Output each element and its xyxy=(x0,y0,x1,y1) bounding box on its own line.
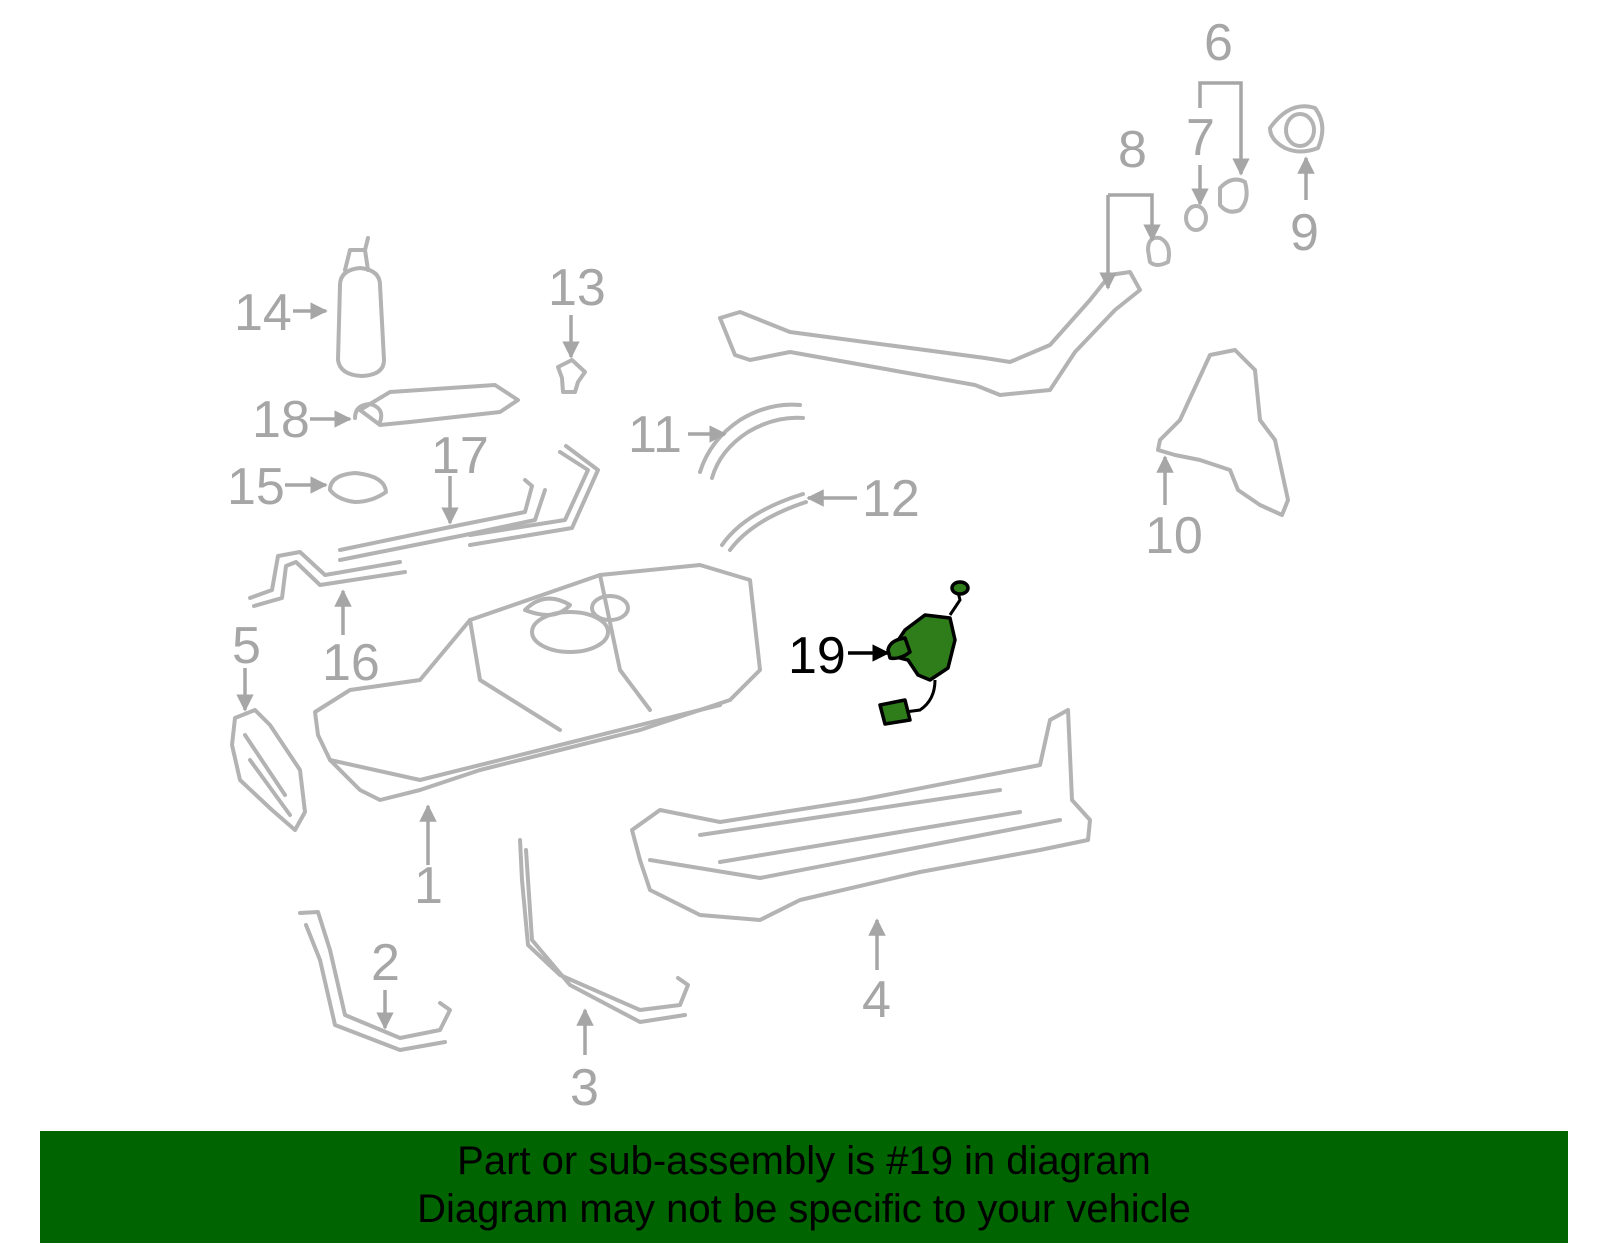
part-10-shield[interactable] xyxy=(1156,348,1290,517)
callout-1: 1 xyxy=(414,857,443,915)
callout-11: 11 xyxy=(628,406,682,464)
banner-line-2: Diagram may not be specific to your vehi… xyxy=(417,1187,1191,1231)
callout-arrows xyxy=(236,81,1315,1055)
part-5-protector[interactable] xyxy=(230,708,307,832)
callout-6: 6 xyxy=(1204,14,1233,72)
callout-4: 4 xyxy=(862,971,891,1029)
banner-line-1: Part or sub-assembly is #19 in diagram xyxy=(457,1139,1151,1183)
callout-labels: 14 18 15 13 17 16 11 12 5 1 2 3 4 10 9 8… xyxy=(227,14,1319,1117)
callout-7: 7 xyxy=(1186,109,1215,167)
part-12-hose[interactable] xyxy=(720,492,808,552)
part-13-clip[interactable] xyxy=(556,358,587,394)
callout-3: 3 xyxy=(570,1059,599,1117)
callout-8: 8 xyxy=(1118,121,1147,179)
part-8-filler-neck[interactable] xyxy=(718,235,1171,397)
callout-5: 5 xyxy=(232,617,261,675)
part-15-cap[interactable] xyxy=(328,471,388,504)
part-7-seal[interactable] xyxy=(1184,204,1208,232)
part-2-strap[interactable] xyxy=(298,910,452,1052)
callout-12: 12 xyxy=(862,470,920,528)
part-9-grommet[interactable] xyxy=(1268,104,1325,154)
callout-13: 13 xyxy=(548,259,606,317)
callout-14: 14 xyxy=(234,284,292,342)
callout-16: 16 xyxy=(322,634,380,692)
callout-19: 19 xyxy=(788,627,846,685)
part-14-fuel-pump[interactable] xyxy=(336,236,386,378)
part-11-hose[interactable] xyxy=(698,402,805,480)
callout-10: 10 xyxy=(1145,507,1203,565)
part-4-skid-plate[interactable] xyxy=(630,708,1092,922)
part-3-strap[interactable] xyxy=(518,838,690,1024)
callout-9: 9 xyxy=(1290,204,1319,262)
callout-18: 18 xyxy=(252,391,310,449)
part-18-filter[interactable] xyxy=(353,383,520,427)
part-17-pipe[interactable] xyxy=(338,444,600,562)
callout-2: 2 xyxy=(371,934,400,992)
part-16-pipe[interactable] xyxy=(248,550,407,608)
part-19-fuel-sender[interactable] xyxy=(878,580,970,726)
part-1-fuel-tank[interactable] xyxy=(313,563,762,802)
callout-15: 15 xyxy=(227,458,285,516)
part-6-cap[interactable] xyxy=(1218,177,1249,214)
callout-17: 17 xyxy=(431,427,489,485)
info-banner: Part or sub-assembly is #19 in diagram D… xyxy=(40,1131,1568,1243)
